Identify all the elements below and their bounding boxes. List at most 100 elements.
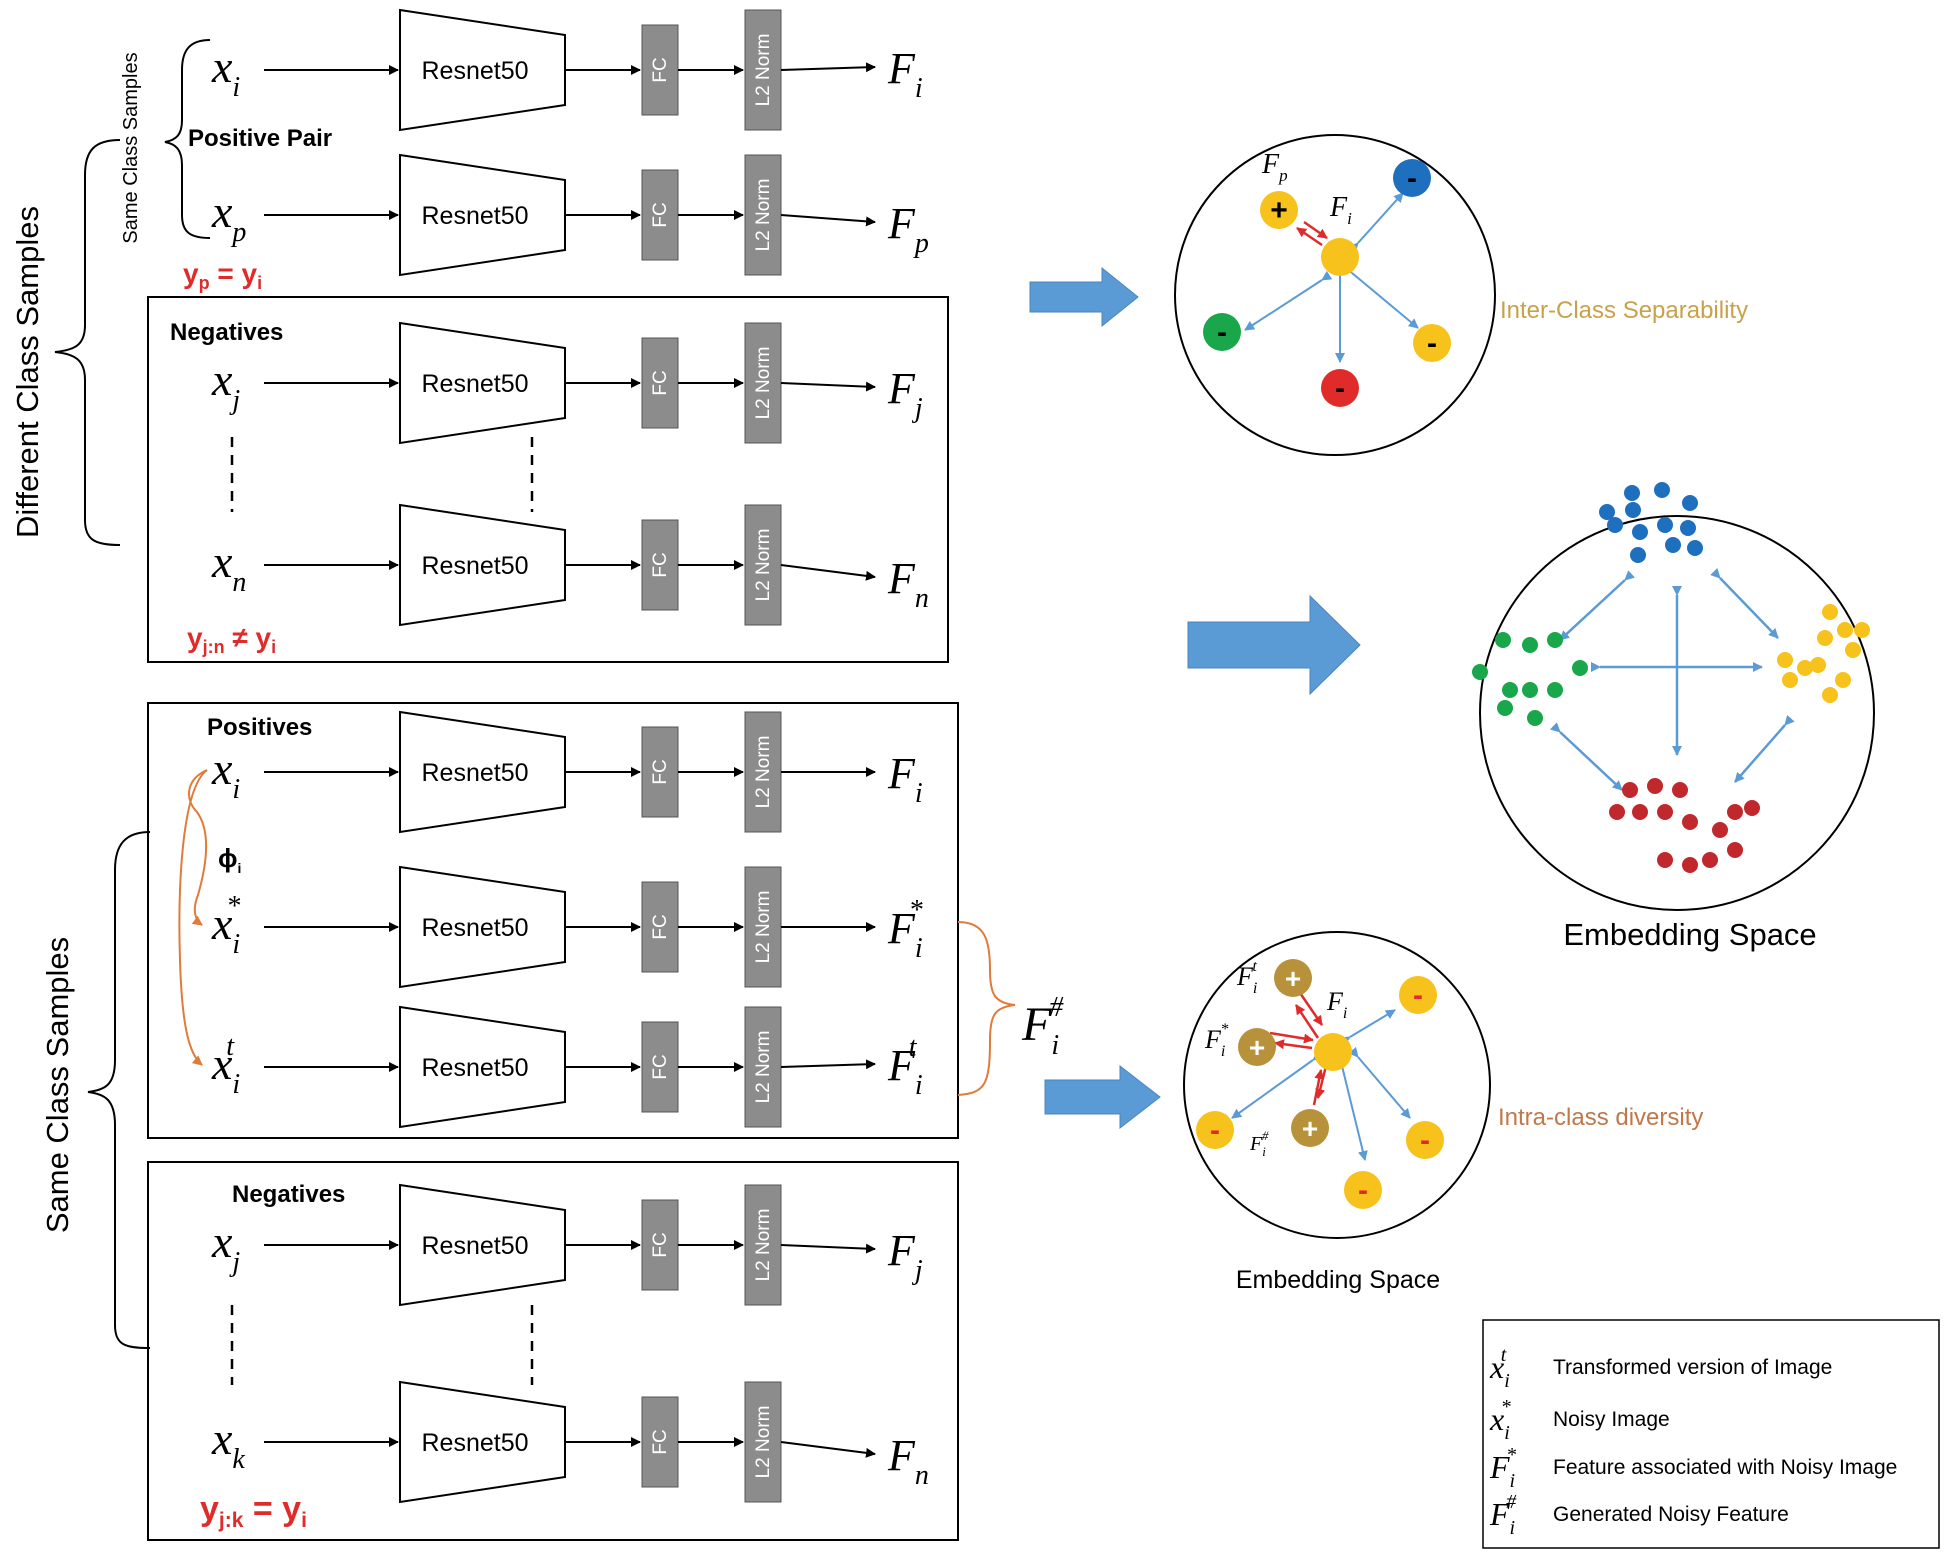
- legend-text: Feature associated with Noisy Image: [1553, 1456, 1897, 1479]
- output-label: Fj: [887, 364, 923, 424]
- svg-text:-: -: [1407, 162, 1417, 195]
- l2-label: L2 Norm: [753, 1406, 774, 1479]
- cluster-point: [1817, 630, 1833, 646]
- cluster-point: [1777, 652, 1793, 668]
- transform-arrow: [178, 769, 208, 1066]
- cluster-point: [1632, 524, 1648, 540]
- input-label: xj: [211, 354, 240, 416]
- embedding-space-small-label: Embedding Space: [1236, 1266, 1440, 1294]
- cluster-point: [1625, 502, 1641, 518]
- resnet-label: Resnet50: [421, 57, 528, 85]
- resnet-block: [399, 503, 566, 627]
- cluster-point: [1837, 622, 1853, 638]
- same-class-bottom-bracket: [87, 831, 151, 1349]
- resnet-block: [399, 153, 566, 277]
- negatives-label-top: Negatives: [170, 319, 283, 346]
- cluster-point: [1845, 642, 1861, 658]
- resnet-label: Resnet50: [421, 1429, 528, 1457]
- arrow-to-output: [780, 381, 876, 392]
- embedding-space-large-label: Embedding Space: [1563, 917, 1816, 952]
- cluster-point: [1657, 852, 1673, 868]
- l2-label: L2 Norm: [753, 347, 774, 420]
- cluster-point: [1702, 852, 1718, 868]
- l2-label: L2 Norm: [753, 736, 774, 809]
- input-label: xn: [211, 536, 246, 598]
- arrow-to-output: [780, 62, 876, 73]
- cluster-point: [1609, 804, 1625, 820]
- positive-pair-label: Positive Pair: [188, 125, 332, 152]
- different-class-label: Different Class Samples: [10, 206, 45, 538]
- l2-norm-block: [744, 154, 782, 276]
- cluster-point: [1647, 778, 1663, 794]
- arrow-to-inter-class: [1029, 266, 1139, 328]
- resnet-block: [399, 1380, 566, 1504]
- output-label: Fi*: [887, 895, 923, 964]
- cluster-point: [1727, 842, 1743, 858]
- fc-block: [641, 881, 679, 973]
- svg-text:-: -: [1210, 1114, 1220, 1147]
- resnet-label: Resnet50: [421, 1054, 528, 1082]
- negatives-frame-top: [147, 296, 949, 663]
- cluster-point: [1712, 822, 1728, 838]
- resnet-block: [399, 1005, 566, 1129]
- l2-label: L2 Norm: [753, 529, 774, 602]
- cluster-point: [1622, 782, 1638, 798]
- legend-text: Transformed version of Image: [1553, 1356, 1832, 1379]
- resnet-block: [399, 865, 566, 989]
- intra-class-label: Intra-class diversity: [1498, 1104, 1703, 1131]
- resnet-label: Resnet50: [421, 1232, 528, 1260]
- output-label: Fit: [887, 1032, 923, 1101]
- svg-text:+: +: [1249, 1032, 1265, 1063]
- fc-block: [641, 1021, 679, 1113]
- fc-block: [641, 1199, 679, 1291]
- input-label: xi: [211, 41, 240, 103]
- positives-frame: [147, 702, 959, 1139]
- l2-norm-block: [744, 1184, 782, 1306]
- condition-yjn-neq-yi: yj:n ≠ yi: [187, 622, 276, 657]
- legend-text: Noisy Image: [1553, 1408, 1670, 1431]
- inter-class-circle: + - - - - Fp Fi: [1174, 134, 1496, 456]
- cluster-point: [1522, 637, 1538, 653]
- resnet-block: [399, 1183, 566, 1307]
- ft-label: Fit: [1236, 958, 1257, 997]
- l2-label: L2 Norm: [753, 34, 774, 107]
- resnet-block: [399, 8, 566, 132]
- arrow-to-output: [780, 1243, 876, 1254]
- arrow-to-output: [780, 214, 876, 227]
- fi-hash-label: Fi#: [1021, 992, 1064, 1061]
- different-class-bracket: [54, 139, 121, 546]
- svg-text:-: -: [1413, 979, 1423, 1012]
- cluster-point: [1822, 687, 1838, 703]
- arrow-to-output: [780, 1441, 876, 1458]
- fc-label: FC: [650, 370, 671, 395]
- l2-norm-block: [744, 866, 782, 988]
- cluster-point: [1495, 632, 1511, 648]
- resnet-block: [399, 710, 566, 834]
- cluster-point: [1657, 804, 1673, 820]
- l2-norm-block: [744, 322, 782, 444]
- input-label: xi: [211, 743, 240, 805]
- pipeline-row: xj Resnet50 FC L2 Norm Fj: [211, 321, 923, 445]
- cluster-point: [1657, 517, 1673, 533]
- output-label: Fn: [887, 554, 929, 614]
- resnet-label: Resnet50: [421, 759, 528, 787]
- svg-text:-: -: [1217, 316, 1227, 349]
- positives-label: Positives: [207, 714, 312, 741]
- negatives-label-bottom: Negatives: [232, 1181, 345, 1208]
- legend-symbol: Fi#: [1489, 1491, 1517, 1539]
- resnet-block: [399, 321, 566, 445]
- resnet-label: Resnet50: [421, 370, 528, 398]
- same-class-top-label: Same Class Samples: [120, 52, 142, 243]
- cluster-point: [1607, 517, 1623, 533]
- cluster-point: [1687, 540, 1703, 556]
- fc-label: FC: [650, 1054, 671, 1079]
